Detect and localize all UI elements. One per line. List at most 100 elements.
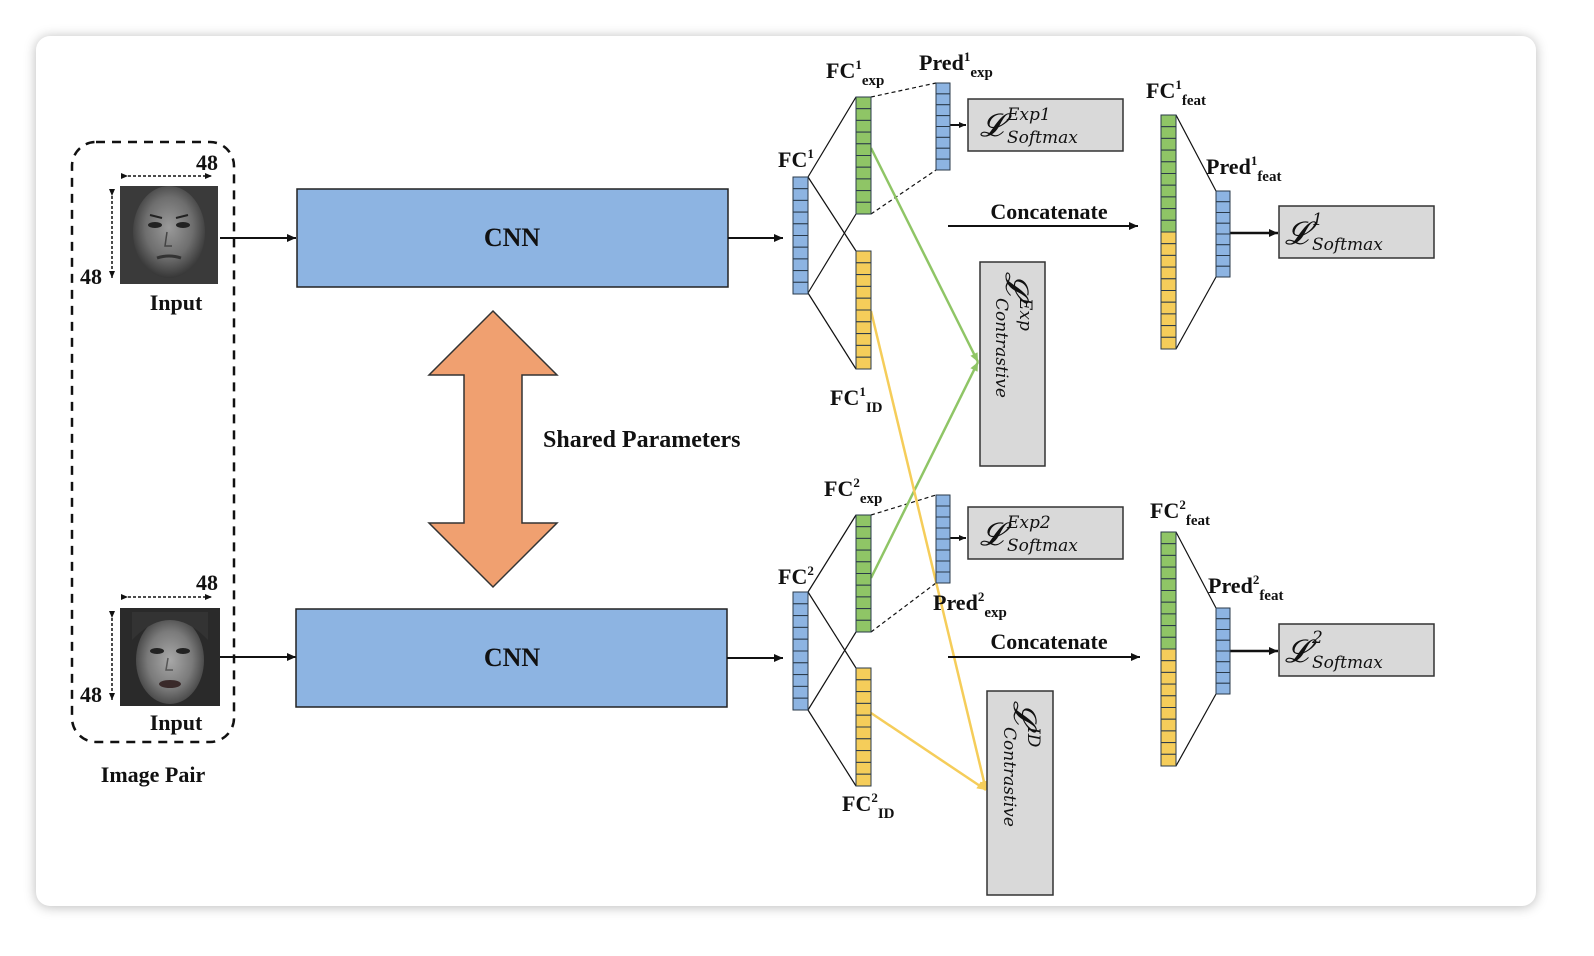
input-label-top: Input <box>150 290 203 315</box>
vector-cell <box>792 685 809 699</box>
vector-cell <box>1215 255 1231 267</box>
svg-text:Softmax: Softmax <box>1312 653 1383 673</box>
vector-cell <box>1160 625 1177 638</box>
vector-cell <box>1160 742 1177 755</box>
vector-cell <box>855 549 872 563</box>
vector-fc1 <box>792 176 809 295</box>
vector-cell <box>1160 219 1177 233</box>
vector-cell <box>1160 278 1177 291</box>
vector-fc1-exp <box>855 96 872 215</box>
vector-fc1-id <box>855 250 872 370</box>
vector-cell <box>855 155 872 168</box>
loss-softmax-exp2: 𝓛 Exp2 Softmax <box>967 506 1124 560</box>
svg-text:Exp: Exp <box>1015 297 1035 331</box>
vector-cell <box>1160 243 1177 256</box>
svg-text:Softmax: Softmax <box>1312 235 1383 255</box>
vector-cell <box>1160 114 1177 128</box>
vector-cell <box>855 667 872 681</box>
width-label-bottom: 48 <box>196 570 218 595</box>
vector-cell <box>1160 137 1177 151</box>
vector-cell <box>935 527 951 540</box>
vector-fc1-feat-green <box>1160 114 1177 233</box>
vector-cell <box>792 235 809 248</box>
pred2-exp-label: Pred2exp <box>933 589 1007 621</box>
vector-cell <box>792 199 809 213</box>
vector-cell <box>855 201 872 215</box>
vector-cell <box>855 761 872 775</box>
vector-cell <box>1160 184 1177 198</box>
vector-cell <box>1160 636 1177 650</box>
vector-cell <box>1160 290 1177 303</box>
vector-cell <box>935 505 951 518</box>
vector-cell <box>1160 566 1177 580</box>
vector-cell <box>855 679 872 693</box>
vector-cell <box>855 584 872 598</box>
vector-cell <box>935 93 951 106</box>
vector-cell <box>1215 190 1231 203</box>
vector-cell <box>1160 730 1177 744</box>
vector-cell <box>935 560 951 573</box>
vector-cell <box>855 131 872 145</box>
cnn-block-top <box>296 188 729 288</box>
vector-cell <box>1160 161 1177 175</box>
vector-cell <box>855 356 872 370</box>
vector-cell <box>792 223 809 237</box>
vector-cell <box>1160 613 1177 627</box>
vector-cell <box>1160 543 1177 556</box>
vector-cell <box>1215 639 1231 652</box>
vector-cell <box>1215 212 1231 224</box>
green-line-fc2exp-to-contrastive <box>869 361 980 579</box>
vector-cell <box>1215 672 1231 684</box>
fc2-exp-label: FC2exp <box>824 475 882 507</box>
pred1-feat-label: Pred1feat <box>1206 153 1281 185</box>
vector-cell <box>792 638 809 652</box>
vector-cell <box>855 537 872 551</box>
vector-cell <box>855 344 872 358</box>
vector-cell <box>855 285 872 299</box>
vector-cell <box>855 178 872 192</box>
face-image-top <box>120 186 218 284</box>
fc1-exp-label: FC1exp <box>826 57 884 89</box>
vector-cell <box>855 274 872 287</box>
vector-cell <box>1215 233 1231 246</box>
face-image-bottom <box>120 608 220 706</box>
vector-cell <box>935 494 951 507</box>
vector-cell <box>1160 718 1177 732</box>
svg-text:ID: ID <box>1023 726 1043 748</box>
svg-text:Contrastive: Contrastive <box>999 727 1019 827</box>
vector-cell <box>1160 301 1177 315</box>
vector-cell <box>855 726 872 740</box>
vector-cell <box>792 626 809 640</box>
vector-cell <box>855 526 872 539</box>
loss-softmax-1: 𝓛 1 Softmax <box>1278 205 1435 259</box>
vector-cell <box>935 516 951 529</box>
vector-cell <box>792 615 809 628</box>
vector-cell <box>1160 683 1177 697</box>
vector-cell <box>1160 126 1177 139</box>
vector-cell <box>1160 660 1177 673</box>
vector-cell <box>935 82 951 95</box>
vector-cell <box>855 333 872 346</box>
vector-cell <box>1160 695 1177 708</box>
vector-cell <box>792 591 809 605</box>
vector-cell <box>1215 607 1231 620</box>
fc2-label: FC2 <box>778 563 814 589</box>
vector-cell <box>1215 682 1231 695</box>
svg-text:Exp1: Exp1 <box>1006 105 1051 125</box>
vector-fc2 <box>792 591 809 711</box>
vector-cell <box>792 697 809 711</box>
pred1-exp-label: Pred1exp <box>919 49 993 81</box>
yellow-line-fc2id-to-contrastive <box>870 711 987 792</box>
vector-cell <box>1160 208 1177 221</box>
vector-pred1-exp <box>935 82 951 171</box>
vector-cell <box>1160 707 1177 720</box>
vector-fc2-id <box>855 667 872 787</box>
image-pair-group <box>70 140 236 744</box>
vector-cell <box>1160 173 1177 186</box>
loss-contrastive-exp: 𝓛 Exp Contrastive <box>979 261 1046 467</box>
width-label-top: 48 <box>196 150 218 175</box>
fc2-id-label: FC2ID <box>842 790 895 822</box>
vector-cell <box>1160 266 1177 280</box>
vector-cell <box>855 561 872 574</box>
